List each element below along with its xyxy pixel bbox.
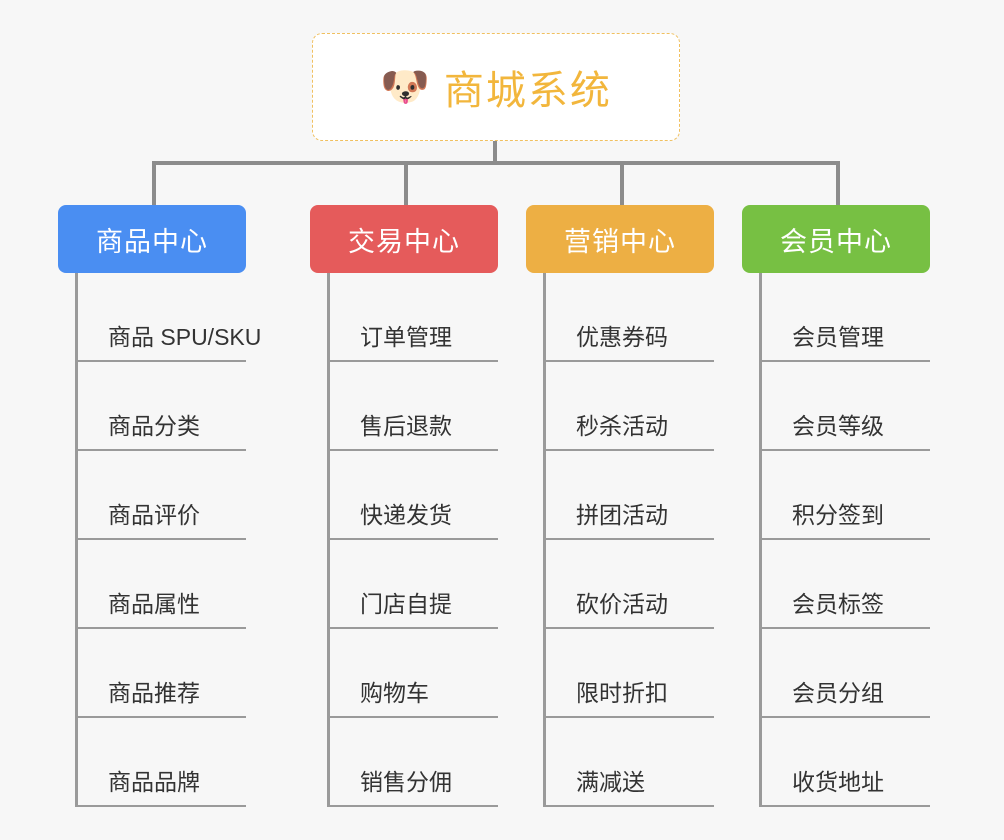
root-node[interactable]: 🐶 商城系统: [312, 33, 680, 141]
category-label: 营销中心: [564, 226, 676, 257]
item-label: 限时折扣: [576, 679, 668, 706]
item-label: 积分签到: [792, 501, 884, 528]
list-item[interactable]: 商品品牌: [78, 718, 246, 807]
category-column-marketing: 营销中心 优惠券码 秒杀活动 拼团活动 砍价活动 限时折扣 满减送: [526, 205, 714, 807]
list-item[interactable]: 会员等级: [762, 362, 930, 451]
item-label: 收货地址: [792, 768, 884, 795]
connector-drop-1: [152, 161, 156, 207]
item-label: 商品 SPU/SKU: [108, 323, 262, 350]
category-items-trade: 订单管理 售后退款 快递发货 门店自提 购物车 销售分佣: [327, 273, 498, 807]
connector-drop-3: [620, 161, 624, 207]
category-header-product[interactable]: 商品中心: [58, 205, 246, 273]
item-label: 商品推荐: [108, 679, 200, 706]
category-column-member: 会员中心 会员管理 会员等级 积分签到 会员标签 会员分组 收货地址: [742, 205, 930, 807]
list-item[interactable]: 售后退款: [330, 362, 498, 451]
dog-face-icon: 🐶: [380, 65, 430, 109]
list-item[interactable]: 商品评价: [78, 451, 246, 540]
item-label: 售后退款: [360, 412, 452, 439]
item-label: 会员标签: [792, 590, 884, 617]
category-column-product: 商品中心 商品 SPU/SKU 商品分类 商品评价 商品属性 商品推荐 商品品牌: [58, 205, 261, 807]
item-label: 门店自提: [360, 590, 452, 617]
list-item[interactable]: 商品属性: [78, 540, 246, 629]
category-items-marketing: 优惠券码 秒杀活动 拼团活动 砍价活动 限时折扣 满减送: [543, 273, 714, 807]
item-label: 优惠券码: [576, 323, 668, 350]
list-item[interactable]: 限时折扣: [546, 629, 714, 718]
list-item[interactable]: 收货地址: [762, 718, 930, 807]
list-item[interactable]: 积分签到: [762, 451, 930, 540]
item-label: 拼团活动: [576, 501, 668, 528]
category-label: 交易中心: [348, 226, 460, 257]
list-item[interactable]: 订单管理: [330, 273, 498, 362]
category-items-member: 会员管理 会员等级 积分签到 会员标签 会员分组 收货地址: [759, 273, 930, 807]
connector-bus: [152, 161, 838, 165]
category-header-marketing[interactable]: 营销中心: [526, 205, 714, 273]
list-item[interactable]: 优惠券码: [546, 273, 714, 362]
list-item[interactable]: 商品 SPU/SKU: [78, 273, 261, 362]
list-item[interactable]: 满减送: [546, 718, 714, 807]
list-item[interactable]: 商品分类: [78, 362, 246, 451]
item-label: 秒杀活动: [576, 412, 668, 439]
list-item[interactable]: 购物车: [330, 629, 498, 718]
list-item[interactable]: 会员标签: [762, 540, 930, 629]
category-label: 商品中心: [96, 226, 208, 257]
item-label: 订单管理: [360, 323, 452, 350]
list-item[interactable]: 会员分组: [762, 629, 930, 718]
list-item[interactable]: 快递发货: [330, 451, 498, 540]
item-label: 会员分组: [792, 679, 884, 706]
item-label: 会员等级: [792, 412, 884, 439]
list-item[interactable]: 拼团活动: [546, 451, 714, 540]
category-header-trade[interactable]: 交易中心: [310, 205, 498, 273]
item-label: 满减送: [576, 768, 645, 795]
item-label: 砍价活动: [576, 590, 668, 617]
connector-drop-2: [404, 161, 408, 207]
connector-drop-4: [836, 161, 840, 207]
list-item[interactable]: 销售分佣: [330, 718, 498, 807]
category-items-product: 商品 SPU/SKU 商品分类 商品评价 商品属性 商品推荐 商品品牌: [75, 273, 261, 807]
item-label: 销售分佣: [360, 768, 452, 795]
connector-stem: [493, 141, 497, 165]
category-label: 会员中心: [780, 226, 892, 257]
item-label: 商品属性: [108, 590, 200, 617]
list-item[interactable]: 会员管理: [762, 273, 930, 362]
category-header-member[interactable]: 会员中心: [742, 205, 930, 273]
list-item[interactable]: 砍价活动: [546, 540, 714, 629]
root-title: 商城系统: [443, 69, 612, 113]
category-column-trade: 交易中心 订单管理 售后退款 快递发货 门店自提 购物车 销售分佣: [310, 205, 498, 807]
item-label: 购物车: [360, 679, 429, 706]
list-item[interactable]: 商品推荐: [78, 629, 246, 718]
item-label: 商品品牌: [108, 768, 200, 795]
item-label: 商品分类: [108, 412, 200, 439]
item-label: 快递发货: [360, 501, 452, 528]
list-item[interactable]: 秒杀活动: [546, 362, 714, 451]
item-label: 会员管理: [792, 323, 884, 350]
item-label: 商品评价: [108, 501, 200, 528]
list-item[interactable]: 门店自提: [330, 540, 498, 629]
